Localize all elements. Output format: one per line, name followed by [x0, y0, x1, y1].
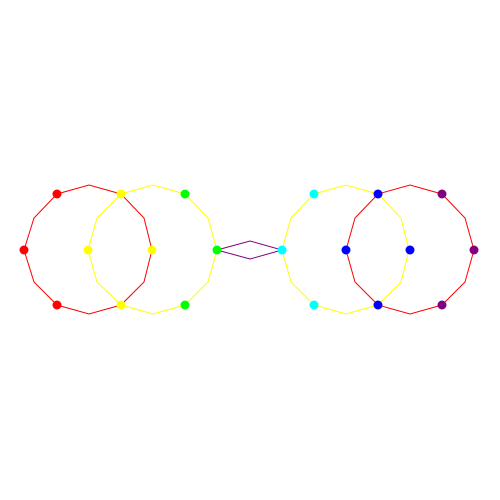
graph-node: [52, 300, 62, 310]
graph-node: [277, 245, 287, 255]
graph-node: [405, 245, 415, 255]
graph-node: [180, 300, 190, 310]
nodes-layer: [19, 189, 479, 310]
graph-node: [212, 245, 222, 255]
graph-node: [83, 245, 93, 255]
graph-node: [469, 245, 479, 255]
graph-node: [373, 189, 383, 199]
graph-node: [309, 189, 319, 199]
graph-node: [147, 245, 157, 255]
graph-node: [373, 300, 383, 310]
graph-node: [52, 189, 62, 199]
purple-bridge-outline: [215, 240, 284, 260]
graph-node: [116, 300, 126, 310]
graph-node: [437, 189, 447, 199]
graph-node: [19, 245, 29, 255]
graph-node: [341, 245, 351, 255]
graph-node: [116, 189, 126, 199]
graph-node: [180, 189, 190, 199]
graph-node: [437, 300, 447, 310]
graph-node: [309, 300, 319, 310]
